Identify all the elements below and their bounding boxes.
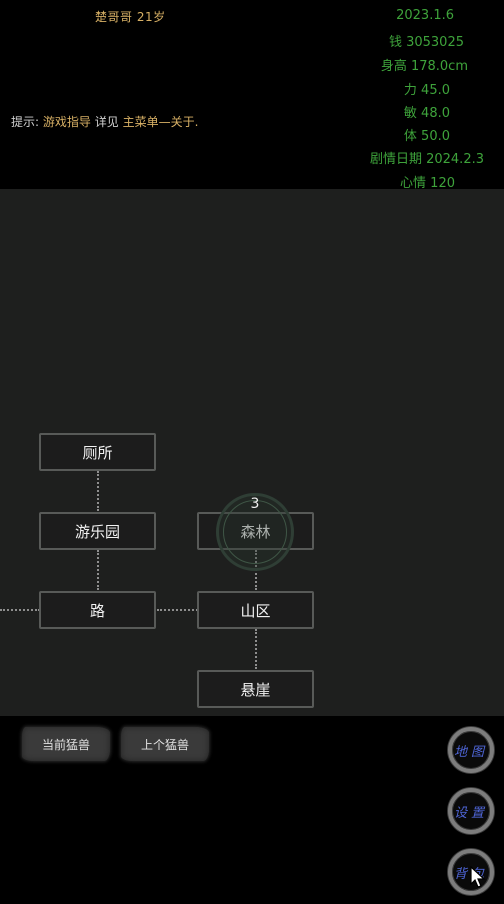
- hint-mid: 详见: [94, 115, 119, 129]
- location-mountain[interactable]: 山区: [197, 591, 314, 629]
- money-stat: 钱 3053025: [388, 35, 464, 50]
- path-toilet-park: [97, 471, 99, 511]
- backpack-button[interactable]: 背包: [448, 849, 494, 895]
- mood-stat: 心情 120: [400, 176, 455, 191]
- hint-prefix: 提示:: [11, 115, 40, 129]
- settings-button[interactable]: 设置: [448, 788, 494, 834]
- location-amusement-park[interactable]: 游乐园: [39, 512, 156, 550]
- bottom-bar: 当前猛兽 上个猛兽 地图 设置 背包: [0, 716, 504, 904]
- beast-count: 3: [250, 496, 260, 512]
- path-road-west: [0, 609, 40, 611]
- location-toilet[interactable]: 厕所: [39, 433, 156, 471]
- map-button[interactable]: 地图: [448, 727, 494, 773]
- path-mountain-cliff: [255, 629, 257, 669]
- status-panel: 楚哥哥 21岁 提示: 游戏指导 详见 主菜单—关于. 2023.1.6 钱 3…: [0, 0, 504, 191]
- hint-line: 提示: 游戏指导 详见 主菜单—关于.: [11, 113, 198, 130]
- location-map: 厕所 游乐园 森林 路 山区 悬崖 3: [0, 189, 504, 716]
- strength-stat: 力 45.0: [403, 83, 450, 98]
- story-date-stat: 剧情日期 2024.2.3: [369, 152, 484, 167]
- beast-marker-ring[interactable]: [216, 493, 294, 571]
- previous-beast-button[interactable]: 上个猛兽: [121, 727, 209, 761]
- game-date: 2023.1.6: [396, 8, 454, 23]
- current-beast-button[interactable]: 当前猛兽: [22, 727, 110, 761]
- path-road-mountain: [157, 609, 198, 611]
- agility-stat: 敏 48.0: [403, 106, 450, 121]
- height-stat: 身高 178.0cm: [380, 59, 468, 74]
- stamina-stat: 体 50.0: [403, 129, 450, 144]
- path-park-road: [97, 550, 99, 590]
- hint-guide-link[interactable]: 游戏指导: [42, 115, 91, 129]
- location-road[interactable]: 路: [39, 591, 156, 629]
- hint-menu-link[interactable]: 主菜单—关于.: [122, 115, 199, 129]
- location-cliff[interactable]: 悬崖: [197, 670, 314, 708]
- player-name-age: 楚哥哥 21岁: [95, 10, 166, 24]
- mouse-pointer-icon: [470, 866, 486, 888]
